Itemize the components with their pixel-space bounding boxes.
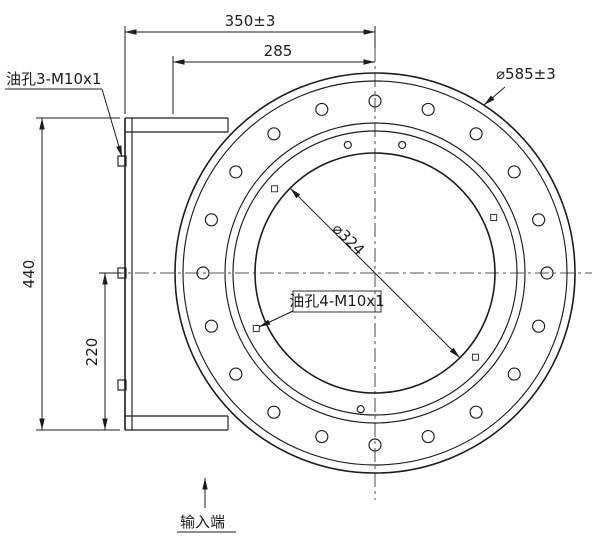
bolt-hole [469,127,483,141]
oil-hole-4-mark [252,324,260,332]
dimension-overall-width: 350±3 [124,12,376,114]
bolt-hole [204,213,218,227]
dimension-flange-offset: 285 [172,42,375,114]
bolt-hole [368,94,382,108]
dim-flange-offset-text: 285 [264,42,293,60]
label-input-end: 输入端 [177,478,236,533]
bolt-holes [196,94,554,452]
oil-hole-4-marks [252,185,498,361]
dim-outer-diameter-text: ⌀585±3 [496,65,556,83]
dim-half-height-text: 220 [83,338,101,367]
oil-hole-4-mark [490,214,498,222]
bolt-hole [267,127,281,141]
label-oil-hole-3: 油孔3-M10x1 [5,70,123,158]
dimension-overall-height: 440 [20,117,120,431]
bolt-hole [315,102,329,116]
bolt-hole [229,367,243,381]
oil-hole-4-mark [471,353,479,361]
label-input-end-text: 输入端 [180,513,225,531]
bolt-hole [315,430,329,444]
bolt-hole [532,319,546,333]
dimension-half-height: 220 [83,272,121,430]
bolt-hole [229,165,243,179]
bolt-hole [267,405,281,419]
dim-overall-width-text: 350±3 [225,12,276,30]
bolt-hole [421,430,435,444]
small-hole [343,140,352,149]
bracket-side-view [117,117,229,431]
bolt-hole [204,319,218,333]
inner-small-holes [343,140,407,414]
oil-hole-4-mark [271,185,279,193]
bolt-hole [421,102,435,116]
bolt-hole [540,266,554,280]
small-hole [398,140,407,149]
centerlines [110,48,592,500]
label-oil-hole-4-text: 油孔4-M10x1 [289,292,384,310]
dimension-outer-diameter: ⌀585±3 [483,65,556,106]
bolt-hole [196,266,210,280]
small-hole [356,405,365,414]
bolt-hole [469,405,483,419]
label-oil-hole-3-text: 油孔3-M10x1 [6,70,101,88]
label-oil-hole-4: 油孔4-M10x1 [258,290,385,328]
bolt-hole [368,438,382,452]
bolt-hole [507,367,521,381]
bolt-hole [532,213,546,227]
oil-hole-3-mark-bottom [117,379,127,391]
flange-front-view [174,72,576,474]
dim-bore-diameter-text: ⌀324 [329,220,368,259]
dim-overall-height-text: 440 [20,260,38,289]
bolt-hole [507,165,521,179]
